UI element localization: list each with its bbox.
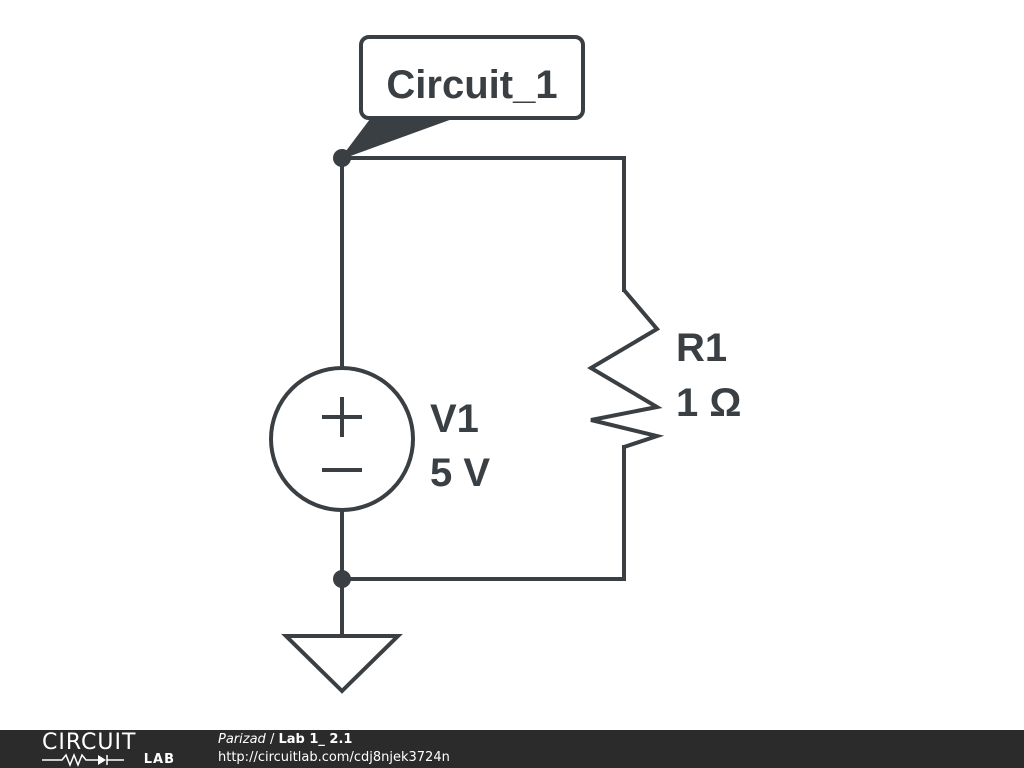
net-label-pointer [339, 117, 453, 161]
breadcrumb-separator: / [265, 732, 279, 747]
logo-circuit-text: CIRCUIT [42, 730, 137, 755]
resistor-r1: R1 1 Ω [587, 288, 741, 449]
source-name-label: V1 [430, 397, 479, 441]
logo-lab-text: LAB [143, 752, 175, 767]
breadcrumb: Parizad / Lab 1_ 2.1 [218, 731, 352, 748]
junction-bottom [333, 570, 351, 588]
junction-top [333, 149, 351, 167]
footer-bar: CIRCUIT LAB Parizad / Lab 1_ 2.1 http://… [0, 730, 1024, 768]
voltage-source-v1: V1 5 V [269, 366, 490, 512]
circuit-schematic: Circuit_1 V1 5 V R1 1 Ω [269, 35, 741, 694]
voltage-source-circle [269, 366, 415, 512]
logo-resistor-diode-icon [42, 753, 124, 767]
circuitlab-logo[interactable]: CIRCUIT LAB [42, 732, 177, 768]
resistor-zigzag-icon [587, 288, 665, 449]
author-link[interactable]: Parizad [218, 732, 266, 747]
plus-sign-icon [322, 397, 362, 437]
net-label-text: Circuit_1 [386, 63, 557, 107]
project-title[interactable]: Lab 1_ 2.1 [278, 732, 353, 747]
resistor-name-label: R1 [676, 326, 727, 370]
source-value-label: 5 V [430, 451, 490, 495]
net-label-box [359, 35, 585, 120]
ground-symbol-icon [281, 634, 403, 694]
resistor-value-label: 1 Ω [676, 381, 741, 425]
wires [340, 156, 626, 638]
net-label-callout: Circuit_1 [339, 35, 585, 161]
circuit-url[interactable]: http://circuitlab.com/cdj8njek3724n [218, 750, 450, 765]
